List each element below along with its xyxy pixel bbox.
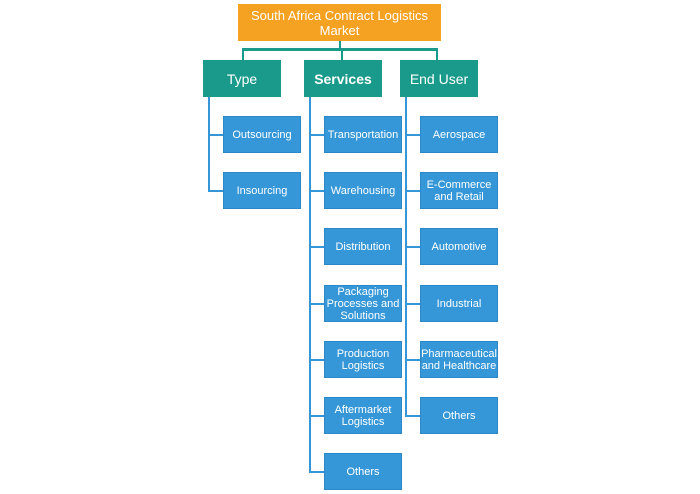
category-end-user: End User — [400, 60, 478, 97]
root-label: South Africa Contract Logistics Market — [250, 7, 429, 38]
services-item-others: Others — [324, 453, 402, 490]
enduser-branch-5 — [405, 415, 420, 417]
enduser-branch-4 — [405, 359, 420, 361]
services-item-label: Distribution — [335, 240, 391, 253]
enduser-branch-2 — [405, 246, 420, 248]
services-item-aftermarket-logistics: Aftermarket Logistics — [324, 397, 402, 434]
category-end-user-label: End User — [409, 70, 469, 87]
connector-root-bar — [242, 48, 438, 51]
enduser-spine — [405, 97, 407, 416]
services-item-label: Transportation — [327, 128, 399, 141]
enduser-item-others: Others — [420, 397, 498, 434]
enduser-item-aerospace: Aerospace — [420, 116, 498, 153]
services-branch-6 — [309, 471, 324, 473]
services-item-label: Production Logistics — [336, 347, 390, 372]
services-branch-5 — [309, 415, 324, 417]
services-branch-2 — [309, 246, 324, 248]
enduser-item-label: E-Commerce and Retail — [426, 178, 492, 203]
category-services-label: Services — [314, 70, 372, 87]
enduser-item-label: Aerospace — [432, 128, 486, 141]
type-branch-0 — [208, 134, 223, 136]
enduser-item-industrial: Industrial — [420, 285, 498, 322]
type-item-insourcing: Insourcing — [223, 172, 301, 209]
connector-services-down — [341, 48, 343, 60]
services-item-distribution: Distribution — [324, 228, 402, 265]
services-branch-4 — [309, 359, 324, 361]
services-item-label: Others — [346, 465, 380, 478]
services-item-production-logistics: Production Logistics — [324, 341, 402, 378]
category-type: Type — [203, 60, 281, 97]
services-item-label: Packaging Processes and Solutions — [326, 285, 400, 322]
category-type-label: Type — [226, 70, 258, 87]
services-branch-1 — [309, 190, 324, 192]
services-item-label: Warehousing — [330, 184, 396, 197]
enduser-item-label: Automotive — [431, 240, 487, 253]
connector-root-down — [339, 41, 341, 50]
type-item-label: Insourcing — [236, 184, 288, 197]
enduser-item-label: Others — [442, 409, 476, 422]
enduser-item-label: Pharmaceutical and Healthcare — [421, 347, 497, 372]
connector-type-down — [242, 48, 244, 60]
services-item-transportation: Transportation — [324, 116, 402, 153]
enduser-item-pharmaceutical: Pharmaceutical and Healthcare — [420, 341, 498, 378]
category-services: Services — [304, 60, 382, 97]
enduser-item-label: Industrial — [436, 297, 482, 310]
services-spine — [309, 97, 311, 472]
type-item-label: Outsourcing — [232, 128, 292, 141]
enduser-item-ecommerce: E-Commerce and Retail — [420, 172, 498, 209]
enduser-branch-0 — [405, 134, 420, 136]
root-node: South Africa Contract Logistics Market — [238, 4, 441, 41]
type-branch-1 — [208, 190, 223, 192]
connector-enduser-down — [436, 48, 438, 60]
services-branch-0 — [309, 134, 324, 136]
services-item-label: Aftermarket Logistics — [334, 403, 392, 428]
services-branch-3 — [309, 303, 324, 305]
services-item-packaging: Packaging Processes and Solutions — [324, 285, 402, 322]
type-item-outsourcing: Outsourcing — [223, 116, 301, 153]
enduser-branch-1 — [405, 190, 420, 192]
services-item-warehousing: Warehousing — [324, 172, 402, 209]
enduser-branch-3 — [405, 303, 420, 305]
type-spine — [208, 97, 210, 192]
enduser-item-automotive: Automotive — [420, 228, 498, 265]
